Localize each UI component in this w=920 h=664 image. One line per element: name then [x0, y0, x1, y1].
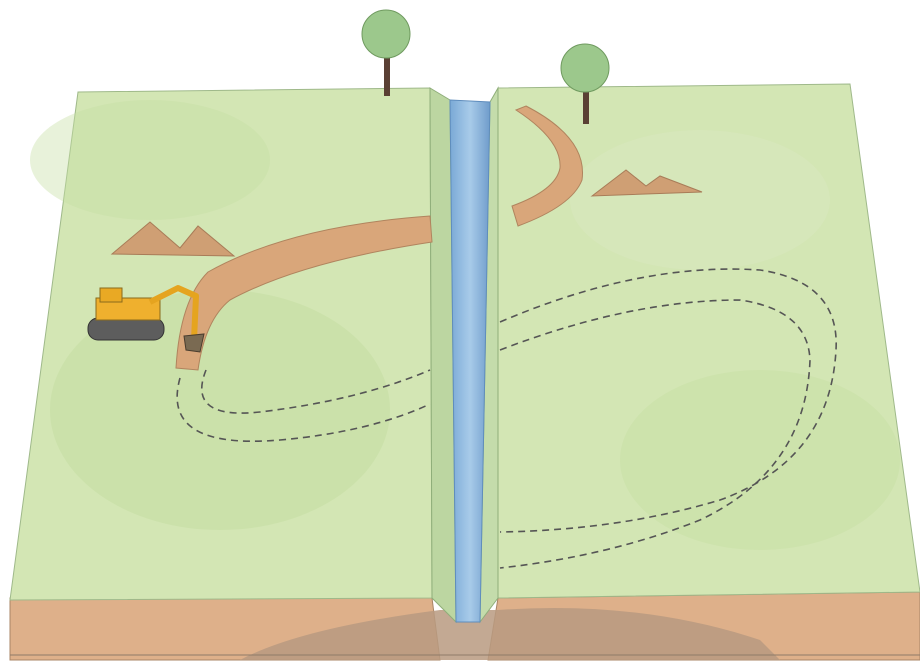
- tree: [362, 10, 410, 96]
- tree-crown: [362, 10, 410, 58]
- tree-crown: [561, 44, 609, 92]
- excavator-track: [88, 318, 164, 340]
- excavator-bucket: [184, 334, 204, 352]
- excavator-cab: [100, 288, 122, 302]
- grass-shade: [620, 370, 900, 550]
- grass-shade: [570, 130, 830, 270]
- grass-shade: [30, 100, 270, 220]
